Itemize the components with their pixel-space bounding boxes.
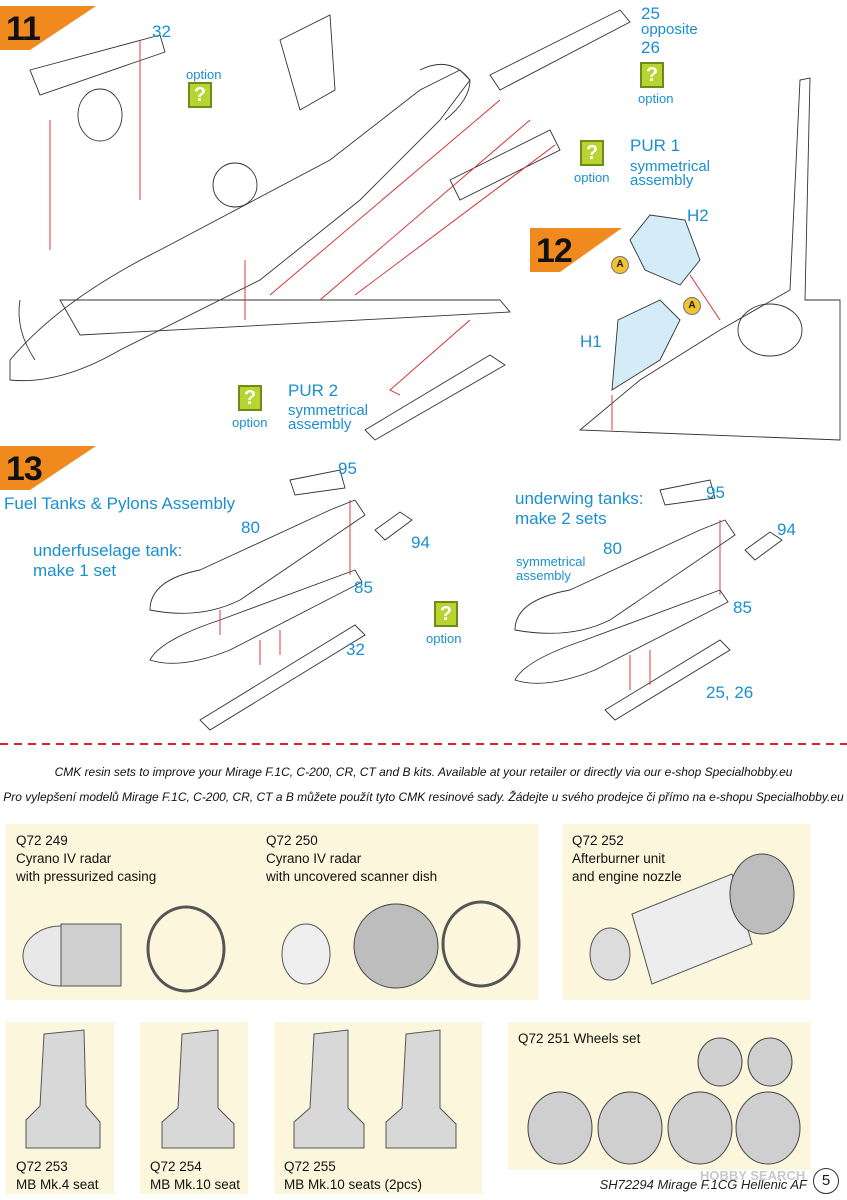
step13-title: Fuel Tanks & Pylons Assembly — [4, 494, 236, 513]
option-label: option — [638, 91, 674, 106]
radar-dish-icon — [281, 900, 521, 989]
product-code: Q72 251 Wheels set — [518, 1031, 641, 1046]
part-number: 32 — [152, 22, 171, 41]
product-line: MB Mk.4 seat — [16, 1177, 99, 1192]
watermark: HOBBY SEARCH — [700, 1168, 806, 1183]
product-card-q72-252: Q72 252 Afterburner unit and engine nozz… — [562, 824, 810, 1000]
product-line: Cyrano IV radar — [266, 851, 362, 866]
option-question-icon: ? — [580, 140, 604, 166]
step-number: 12 — [536, 232, 573, 270]
product-line: Afterburner unit — [572, 851, 666, 866]
product-code: Q72 252 — [572, 833, 624, 848]
step-flag-icon — [0, 446, 96, 490]
ejection-seat-icon — [161, 1029, 235, 1149]
symmetrical-note: assembly — [516, 568, 571, 583]
product-line: and engine nozzle — [572, 869, 682, 884]
option-label: option — [186, 67, 222, 82]
part-number: 25, 26 — [706, 683, 754, 702]
cmk-note-cz: Pro vylepšení modelů Mirage F.1C, C-200,… — [3, 790, 844, 804]
step-12-badge: 12 — [530, 228, 630, 272]
kit-reference: SH72294 Mirage F.1CG Hellenic AF — [599, 1177, 807, 1192]
product-card-q72-250: Q72 250 Cyrano IV radar with uncovered s… — [256, 824, 538, 1000]
wheels-icon — [527, 1037, 801, 1165]
step-number: 11 — [6, 10, 41, 48]
part-number: 80 — [241, 518, 260, 537]
pur1-subtitle: symmetrical — [630, 158, 711, 175]
glue-a-icon: A — [611, 256, 629, 274]
afterburner-icon — [589, 853, 795, 985]
part-number: 95 — [338, 459, 357, 478]
part-number: 85 — [733, 598, 752, 617]
product-card-q72-251: Q72 251 Wheels set — [508, 1022, 810, 1170]
page-number: 5 — [813, 1168, 839, 1194]
product-line: MB Mk.10 seats (2pcs) — [284, 1177, 423, 1192]
product-card-q72-249: Q72 249 Cyrano IV radar with pressurized… — [6, 824, 268, 1000]
part-label-h2: H2 — [687, 206, 709, 225]
underwing-note: underwing tanks: — [515, 489, 644, 508]
product-code: Q72 255 — [284, 1159, 336, 1174]
ejection-seat-icon — [25, 1029, 101, 1149]
glue-a-icon: A — [683, 297, 701, 315]
option-label: option — [426, 631, 462, 646]
step-11-badge: 11 — [0, 6, 100, 50]
part-number: 80 — [603, 539, 622, 558]
underfuselage-note: make 1 set — [33, 561, 117, 580]
underwing-note: make 2 sets — [515, 509, 607, 528]
part-number: 26 — [641, 38, 660, 57]
part-label-h1: H1 — [580, 332, 602, 351]
pur1-subtitle: assembly — [630, 172, 694, 189]
part-note: opposite — [641, 21, 698, 38]
option-question-icon: ? — [640, 62, 664, 88]
product-card-q72-255: Q72 255 MB Mk.10 seats (2pcs) — [274, 1022, 482, 1194]
part-number: 85 — [354, 578, 373, 597]
step-flag-icon — [0, 6, 96, 50]
product-line: with pressurized casing — [16, 869, 157, 884]
step11-guide-lines — [49, 40, 556, 396]
option-question-icon: ? — [238, 385, 262, 411]
underfuselage-note: underfuselage tank: — [33, 541, 183, 560]
option-question-icon: ? — [188, 82, 212, 108]
step13-tanks-drawing — [149, 469, 783, 731]
part-number: 94 — [777, 520, 796, 539]
part-number: 25 — [641, 4, 660, 23]
product-code: Q72 249 — [16, 833, 68, 848]
option-question-icon: ? — [434, 601, 458, 627]
ejection-seats-icon — [293, 1029, 457, 1149]
step-flag-icon — [530, 228, 622, 272]
option-label: option — [232, 415, 268, 430]
product-line: MB Mk.10 seat — [150, 1177, 241, 1192]
symmetrical-note: symmetrical — [516, 554, 586, 569]
step11-fuselage-drawing — [9, 9, 631, 441]
product-card-q72-254: Q72 254 MB Mk.10 seat — [140, 1022, 248, 1194]
pur2-subtitle: assembly — [288, 416, 352, 433]
step12-cockpit-drawing — [578, 77, 841, 441]
pur1-title: PUR 1 — [630, 136, 681, 155]
product-line: Cyrano IV radar — [16, 851, 112, 866]
pur2-title: PUR 2 — [288, 381, 339, 400]
radar-casing-icon — [22, 905, 226, 993]
option-label: option — [574, 170, 610, 185]
part-number: 94 — [411, 533, 430, 552]
product-code: Q72 254 — [150, 1159, 202, 1174]
step-number: 13 — [6, 450, 43, 488]
step-13-badge: 13 — [0, 446, 100, 490]
product-line: with uncovered scanner dish — [266, 869, 438, 884]
part-number: 95 — [706, 483, 725, 502]
product-card-q72-253: Q72 253 MB Mk.4 seat — [6, 1022, 114, 1194]
product-code: Q72 253 — [16, 1159, 68, 1174]
part-number: 32 — [346, 640, 365, 659]
pur2-subtitle: symmetrical — [288, 402, 369, 419]
product-code: Q72 250 — [266, 833, 318, 848]
cmk-note-en: CMK resin sets to improve your Mirage F.… — [54, 765, 793, 779]
